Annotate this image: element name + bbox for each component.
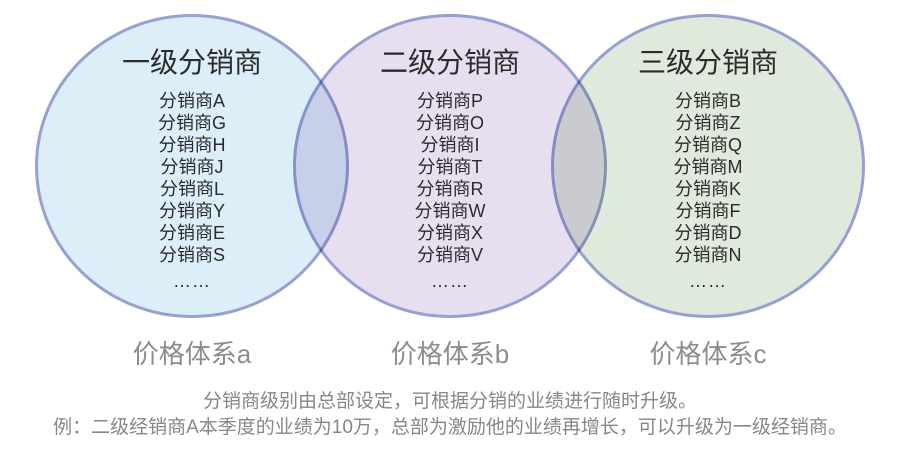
distributor-item: 分销商X <box>416 223 483 243</box>
list-ellipsis: …… <box>173 271 211 291</box>
distributor-item: 分销商N <box>674 245 742 265</box>
distributor-item: 分销商T <box>417 157 483 177</box>
distributor-item: 分销商H <box>158 135 226 155</box>
distributor-item: 分销商F <box>675 201 741 221</box>
distributor-item: 分销商Y <box>158 201 225 221</box>
circle-level2-title: 二级分销商 <box>379 47 520 78</box>
distributor-item: 分销商V <box>416 245 483 265</box>
circle-level3-list: 分销商B 分销商Z 分销商Q 分销商M 分销商K 分销商F 分销商D 分销商N … <box>551 90 865 292</box>
circle-level3-title: 三级分销商 <box>637 47 778 78</box>
circle-level1-list: 分销商A 分销商G 分销商H 分销商J 分销商L 分销商Y 分销商E 分销商S … <box>35 90 349 292</box>
circle-level3-content: 三级分销商 分销商B 分销商Z 分销商Q 分销商M 分销商K 分销商F 分销商D… <box>551 14 865 292</box>
distributor-item: 分销商D <box>674 223 742 243</box>
circle-level1-content: 一级分销商 分销商A 分销商G 分销商H 分销商J 分销商L 分销商Y 分销商E… <box>35 14 349 292</box>
distributor-item: 分销商O <box>415 113 484 133</box>
distributor-item: 分销商J <box>160 157 224 177</box>
price-system-label-b: 价格体系b <box>390 339 510 369</box>
footer-note: 分销商级别由总部设定，可根据分销的业绩进行随时升级。 例：二级经销商A本季度的业… <box>0 389 900 441</box>
distributor-item: 分销商K <box>674 179 741 199</box>
footer-note-line2: 例：二级经销商A本季度的业绩为10万，总部为激励他的业绩再增长，可以升级为一级经… <box>53 417 847 438</box>
circle-level3-shape <box>551 14 865 318</box>
list-ellipsis: …… <box>431 271 469 291</box>
distributor-item: 分销商R <box>416 179 484 199</box>
distributor-item: 分销商Z <box>675 113 741 133</box>
distributor-item: 分销商W <box>414 201 486 221</box>
price-system-label-a: 价格体系a <box>132 339 252 369</box>
footer-note-line1: 分销商级别由总部设定，可根据分销的业绩进行随时升级。 <box>202 391 697 412</box>
circle-level2-list: 分销商P 分销商O 分销商I 分销商T 分销商R 分销商W 分销商X 分销商V … <box>293 90 607 292</box>
distributor-item: 分销商M <box>673 157 743 177</box>
distributor-item: 分销商B <box>674 91 741 111</box>
distributor-item: 分销商A <box>158 91 225 111</box>
distributor-item: 分销商I <box>420 135 480 155</box>
list-ellipsis: …… <box>689 271 727 291</box>
distributor-item: 分销商P <box>416 91 483 111</box>
distributor-item: 分销商G <box>157 113 226 133</box>
circle-level1-title: 一级分销商 <box>121 47 262 78</box>
distributor-item: 分销商E <box>158 223 225 243</box>
distributor-item: 分销商L <box>159 179 224 199</box>
distributor-item: 分销商Q <box>673 135 742 155</box>
circle-level2-content: 二级分销商 分销商P 分销商O 分销商I 分销商T 分销商R 分销商W 分销商X… <box>293 14 607 292</box>
price-system-label-c: 价格体系c <box>649 339 767 369</box>
distributor-item: 分销商S <box>158 245 225 265</box>
